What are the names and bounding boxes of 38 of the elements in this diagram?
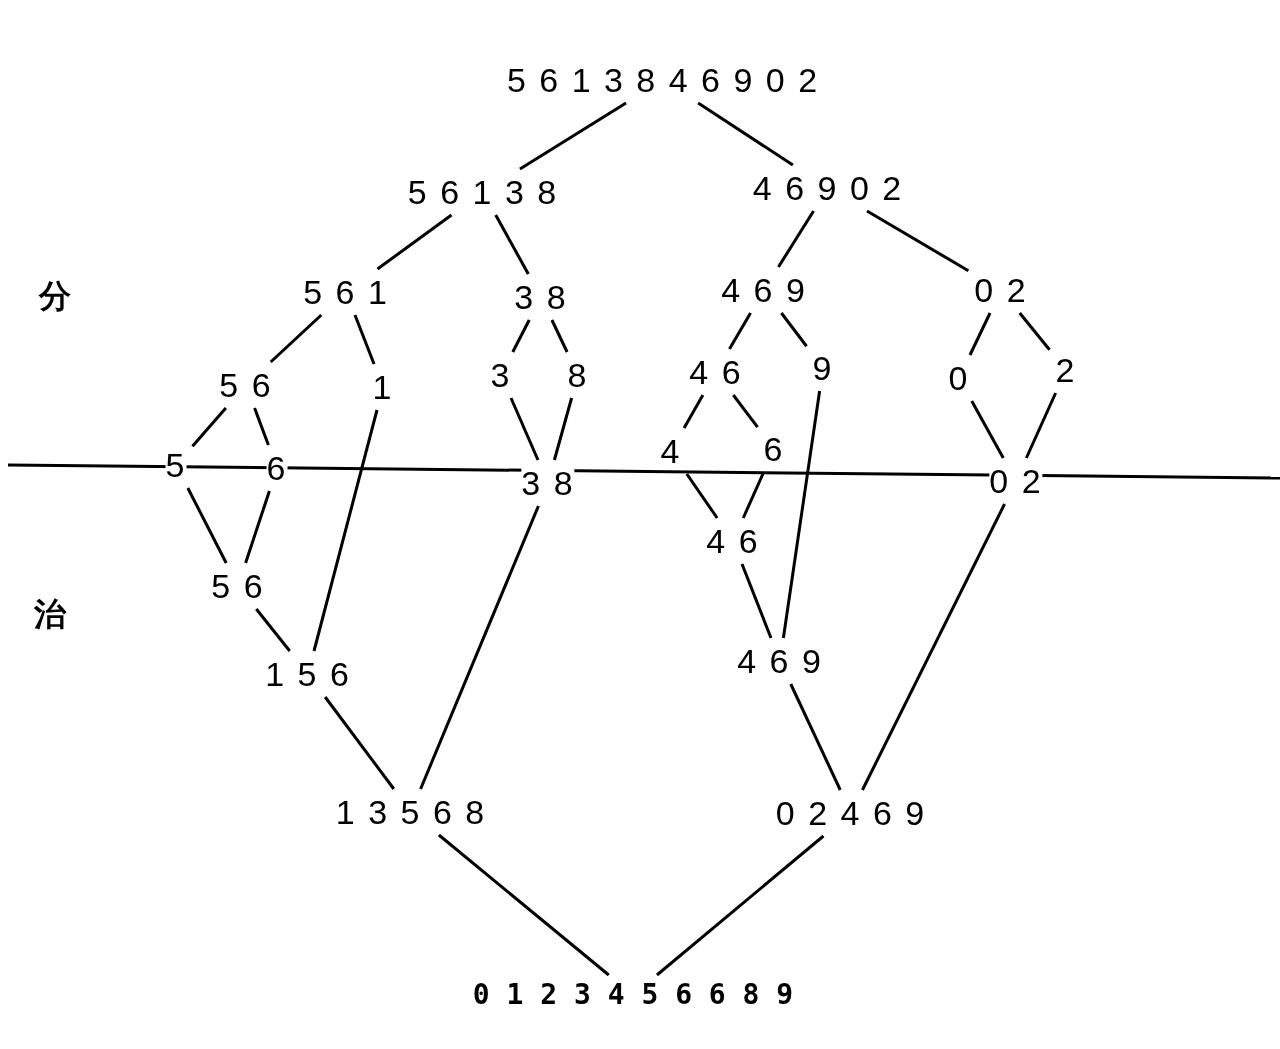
connector-line bbox=[550, 319, 569, 353]
connector-line bbox=[697, 101, 794, 167]
connector-line bbox=[191, 407, 227, 448]
connector-line bbox=[789, 683, 842, 791]
connector-line bbox=[244, 490, 271, 564]
connector-line bbox=[866, 209, 970, 273]
connector-line bbox=[519, 101, 627, 171]
connector-line bbox=[494, 214, 530, 275]
connector-line bbox=[419, 505, 540, 790]
connector-line bbox=[186, 487, 228, 564]
connector-line bbox=[728, 312, 752, 350]
connector-line bbox=[312, 409, 379, 652]
phase-label: 治 bbox=[34, 598, 66, 630]
connector-line bbox=[509, 397, 540, 461]
connector-line bbox=[253, 407, 270, 446]
connector-line bbox=[861, 503, 1006, 791]
connector-line bbox=[970, 400, 1005, 459]
connector-line bbox=[1018, 312, 1051, 351]
connector-line bbox=[732, 394, 759, 429]
connector-line bbox=[656, 834, 825, 977]
connector-line bbox=[741, 471, 766, 519]
connector-line bbox=[353, 314, 376, 365]
connector-line bbox=[511, 319, 531, 353]
connector-line bbox=[323, 696, 396, 790]
connector-line bbox=[1025, 392, 1057, 459]
connector-line bbox=[682, 394, 705, 429]
connector-line bbox=[781, 390, 822, 639]
phase-label: 分 bbox=[39, 280, 71, 312]
connector-line bbox=[437, 833, 610, 977]
connector-line bbox=[740, 563, 773, 639]
connector-line bbox=[780, 312, 808, 348]
connector-line bbox=[685, 473, 719, 519]
connector-line bbox=[269, 313, 323, 364]
connector-line bbox=[376, 213, 453, 271]
connector-line bbox=[968, 312, 992, 356]
connector-line bbox=[552, 397, 574, 461]
connector-line bbox=[255, 608, 291, 652]
connector-line bbox=[777, 210, 815, 268]
